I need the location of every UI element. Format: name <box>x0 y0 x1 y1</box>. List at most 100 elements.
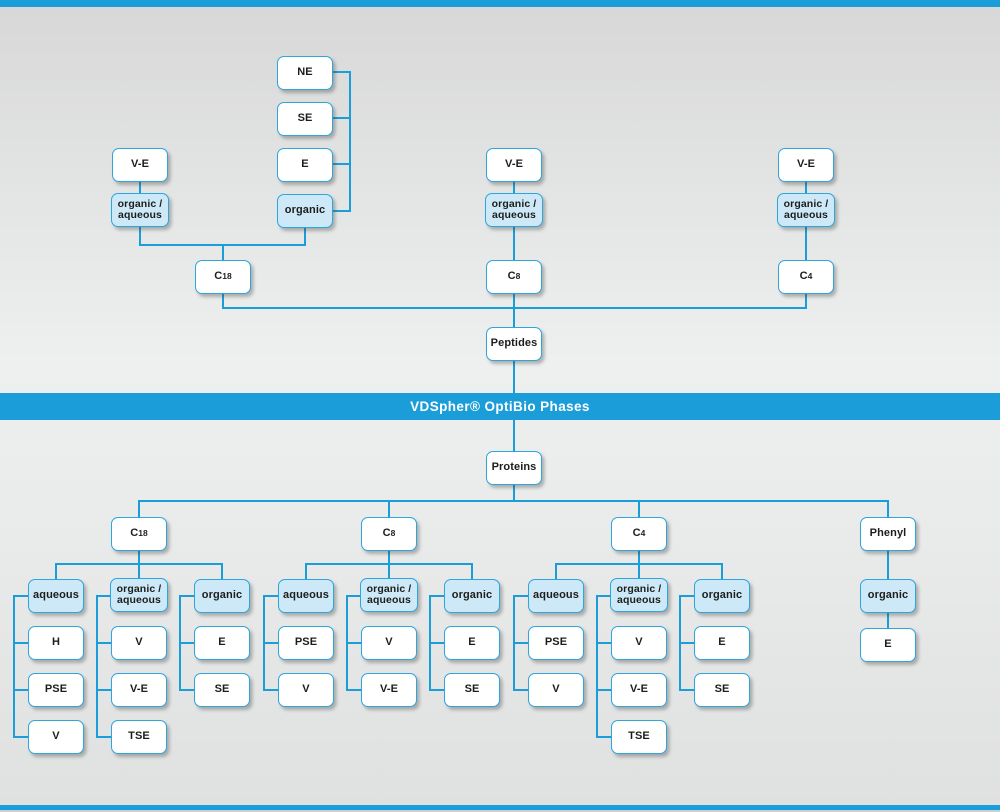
node-prot-c18-organic-se: SE <box>194 673 250 707</box>
connector-line <box>679 595 696 597</box>
connector-line <box>346 689 363 691</box>
node-prot-c4-aqueous-v: V <box>528 673 584 707</box>
connector-line <box>346 642 363 644</box>
connector-line <box>305 563 473 565</box>
node-pep-c8-ve: V-E <box>486 148 542 182</box>
node-prot-c4-organic-se: SE <box>694 673 750 707</box>
node-pep-c18-se: SE <box>277 102 333 136</box>
connector-line <box>13 595 30 597</box>
connector-line <box>333 210 351 212</box>
connector-line <box>679 642 696 644</box>
node-prot-c18-aqueous-v: V <box>28 720 84 754</box>
node-prot-c4-organic: organic <box>694 579 750 613</box>
node-peptides-root: Peptides <box>486 327 542 361</box>
node-prot-phenyl-organic: organic <box>860 579 916 613</box>
node-pep-c18-organic: organic <box>277 194 333 228</box>
node-prot-c18-oa-tse: TSE <box>111 720 167 754</box>
connector-line <box>13 595 15 738</box>
connector-line <box>96 642 113 644</box>
connector-line <box>13 689 30 691</box>
connector-line <box>805 165 807 309</box>
node-prot-c8-organic: organic <box>444 579 500 613</box>
connector-line <box>429 689 446 691</box>
connector-line <box>513 689 530 691</box>
node-prot-c18-oa-ve: V-E <box>111 673 167 707</box>
connector-line <box>138 500 889 502</box>
node-prot-phenyl: Phenyl <box>860 517 916 551</box>
connector-line <box>333 163 351 165</box>
node-prot-c4-aqueous: aqueous <box>528 579 584 613</box>
bottom-accent-bar <box>0 805 1000 810</box>
node-prot-c4-organic-aqueous: organic / aqueous <box>610 578 668 612</box>
connector-line <box>96 736 113 738</box>
node-pep-c18-ne: NE <box>277 56 333 90</box>
connector-line <box>179 689 196 691</box>
connector-line <box>305 563 307 581</box>
node-prot-c8-oa-ve: V-E <box>361 673 417 707</box>
node-pep-c4-ve: V-E <box>778 148 834 182</box>
node-prot-c18-organic-aqueous: organic / aqueous <box>110 578 168 612</box>
connector-line <box>596 595 613 597</box>
node-prot-c18-aqueous: aqueous <box>28 579 84 613</box>
connector-line <box>346 595 363 597</box>
node-prot-c8-aqueous-v: V <box>278 673 334 707</box>
connector-line <box>349 71 351 212</box>
node-prot-c18-oa-v: V <box>111 626 167 660</box>
connector-line <box>221 563 223 581</box>
node-prot-phenyl-organic-e: E <box>860 628 916 662</box>
node-prot-c8-aqueous: aqueous <box>278 579 334 613</box>
connector-line <box>555 563 723 565</box>
node-pep-c18-organic-aqueous: organic / aqueous <box>111 193 169 227</box>
connector-line <box>333 71 351 73</box>
node-proteins-root: Proteins <box>486 451 542 485</box>
node-prot-c4-oa-tse: TSE <box>611 720 667 754</box>
node-prot-c18-organic-e: E <box>194 626 250 660</box>
node-prot-c8-aqueous-pse: PSE <box>278 626 334 660</box>
connector-line <box>263 689 280 691</box>
connector-line <box>96 595 113 597</box>
connector-line <box>429 642 446 644</box>
connector-line <box>513 595 530 597</box>
connector-line <box>471 563 473 581</box>
connector-line <box>179 642 196 644</box>
node-pep-c4-organic-aqueous: organic / aqueous <box>777 193 835 227</box>
connector-line <box>13 736 30 738</box>
node-prot-c8-oa-v: V <box>361 626 417 660</box>
node-prot-c8-organic-e: E <box>444 626 500 660</box>
connector-line <box>13 642 30 644</box>
connector-line <box>555 563 557 581</box>
connector-line <box>887 500 889 629</box>
node-prot-c4-organic-e: E <box>694 626 750 660</box>
node-pep-c8-organic-aqueous: organic / aqueous <box>485 193 543 227</box>
connector-line <box>596 642 613 644</box>
node-prot-c18-organic: organic <box>194 579 250 613</box>
node-prot-c4-oa-ve: V-E <box>611 673 667 707</box>
node-prot-c18-aqueous-h: H <box>28 626 84 660</box>
connector-line <box>429 595 446 597</box>
connector-line <box>179 595 196 597</box>
node-prot-c8-organic-se: SE <box>444 673 500 707</box>
connector-line <box>596 595 598 738</box>
connector-line <box>721 563 723 581</box>
connector-line <box>596 689 613 691</box>
node-prot-c4-oa-v: V <box>611 626 667 660</box>
connector-line <box>55 563 57 581</box>
connector-line <box>55 563 223 565</box>
connector-line <box>304 211 306 246</box>
node-prot-c18-aqueous-pse: PSE <box>28 673 84 707</box>
connector-line <box>333 117 351 119</box>
connector-line <box>263 642 280 644</box>
title-banner: VDSpher® OptiBio Phases <box>0 393 1000 420</box>
connector-line <box>96 595 98 738</box>
node-pep-c18-ve: V-E <box>112 148 168 182</box>
connector-line <box>96 689 113 691</box>
node-prot-c4-aqueous-pse: PSE <box>528 626 584 660</box>
node-pep-c18-e: E <box>277 148 333 182</box>
connector-line <box>596 736 613 738</box>
